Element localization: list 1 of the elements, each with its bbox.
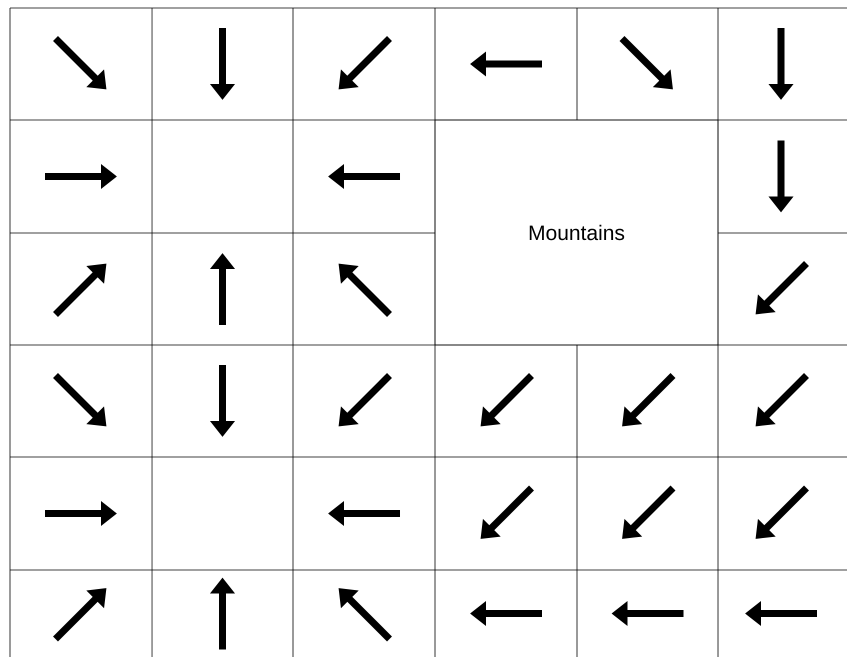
region-box: Mountains: [434, 120, 718, 346]
